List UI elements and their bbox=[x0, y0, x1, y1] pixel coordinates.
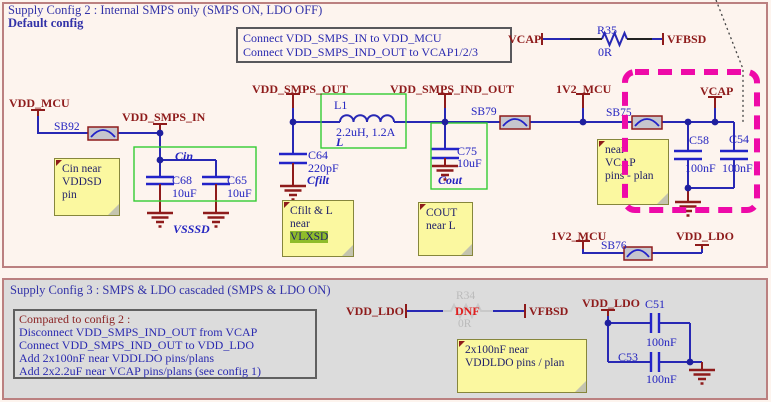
note-vcap: near VCAP pins - plan bbox=[597, 139, 669, 205]
l1-value: 2.2uH, 1.2A bbox=[336, 125, 396, 139]
note-cout: COUT near L bbox=[418, 202, 473, 256]
cin-group-tag: Cin bbox=[175, 149, 194, 163]
note-box-line2: Connect VDD_SMPS_IND_OUT to VCAP1/2/3 bbox=[243, 45, 479, 59]
c54-value: 100nF bbox=[722, 161, 753, 175]
group-boxes bbox=[133, 93, 488, 202]
c53-ref: C53 bbox=[618, 350, 639, 364]
config3-box-line3: Connect VDD_SMPS_IND_OUT to VDD_LDO bbox=[19, 338, 255, 352]
net-vdd-smps-out: VDD_SMPS_OUT bbox=[252, 82, 349, 96]
net-vdd-smps-in: VDD_SMPS_IN bbox=[122, 110, 206, 124]
c65-value: 10uF bbox=[227, 186, 252, 200]
config2-title: Supply Config 2 : Internal SMPS only (SM… bbox=[8, 3, 323, 17]
c58-ref: C58 bbox=[689, 133, 710, 147]
sb79-label: SB79 bbox=[471, 106, 497, 118]
net-vdd-ldo-bottom: VDD_LDO bbox=[676, 229, 735, 243]
r34-value: 0R bbox=[458, 318, 472, 330]
r34-dnf-resistor bbox=[443, 302, 493, 320]
sb92-label: SB92 bbox=[54, 121, 80, 133]
cfilt-tag: Cfilt bbox=[307, 173, 330, 187]
note-cfilt-text: Cfilt & L near bbox=[290, 205, 333, 230]
config2-note-box: Connect VDD_SMPS_IN to VDD_MCU Connect V… bbox=[236, 27, 512, 63]
r34-ref: R34 bbox=[456, 290, 476, 302]
c68-ref: C68 bbox=[172, 173, 193, 187]
note-box-line1: Connect VDD_SMPS_IN to VDD_MCU bbox=[243, 31, 442, 45]
c54-ref: C54 bbox=[729, 132, 750, 146]
net-vcap-top: VCAP bbox=[508, 32, 542, 46]
net-vdd-smps-ind-out: VDD_SMPS_IND_OUT bbox=[390, 82, 515, 96]
c75-ref: C75 bbox=[457, 144, 478, 158]
note-cfilt-highlight: VLXSD bbox=[290, 231, 329, 243]
c51-value: 100nF bbox=[646, 335, 677, 349]
c64-ref: C64 bbox=[308, 148, 329, 162]
net-vsssd: VSSSD bbox=[173, 222, 210, 236]
c68-value: 10uF bbox=[172, 186, 197, 200]
net-vcap-right: VCAP bbox=[700, 84, 734, 98]
r35-ref: R35 bbox=[597, 23, 618, 37]
wires-config3 bbox=[407, 310, 702, 363]
note-cin: Cin near VDDSD pin bbox=[54, 158, 120, 216]
config2-subtitle: Default config bbox=[8, 16, 84, 30]
c58-value: 100nF bbox=[685, 161, 716, 175]
l-group-tag: L bbox=[336, 135, 344, 149]
net-1v2-mcu-top: 1V2_MCU bbox=[556, 82, 612, 96]
note-cfilt: Cfilt & L near VLXSD bbox=[282, 200, 354, 257]
net-vdd-ldo-left: VDD_LDO bbox=[346, 304, 405, 318]
sb75-label: SB75 bbox=[606, 107, 632, 119]
sb76-label: SB76 bbox=[601, 240, 627, 252]
note-vddldo: 2x100nF near VDDLDO pins / plan bbox=[457, 339, 587, 393]
l1-ref: L1 bbox=[334, 98, 348, 112]
c65-ref: C65 bbox=[227, 173, 248, 187]
c75-value: 10uF bbox=[457, 156, 482, 170]
c51-ref: C51 bbox=[645, 297, 666, 311]
config3-box-line2: Disconnect VDD_SMPS_IND_OUT from VCAP bbox=[19, 325, 258, 339]
c53-value: 100nF bbox=[646, 372, 677, 386]
config3-note-box: Compared to config 2 : Disconnect VDD_SM… bbox=[13, 309, 317, 379]
net-vfbsd-bottom: VFBSD bbox=[529, 304, 569, 318]
net-vfbsd-top: VFBSD bbox=[667, 32, 707, 46]
cout-group-tag: Cout bbox=[438, 173, 463, 187]
config3-box-line1: Compared to config 2 : bbox=[19, 312, 131, 326]
r35-value: 0R bbox=[598, 45, 613, 59]
config3-panel bbox=[2, 278, 768, 400]
net-vdd-ldo-right: VDD_LDO bbox=[582, 296, 641, 310]
c64-value: 220pF bbox=[308, 161, 339, 175]
r34-dnf-status: DNF bbox=[455, 304, 480, 318]
net-vdd-mcu: VDD_MCU bbox=[9, 96, 70, 110]
config3-box-line5: Add 2x2.2uF near VCAP pins/plans (see co… bbox=[19, 364, 261, 378]
config3-box-line4: Add 2x100nF near VDDLDO pins/plans bbox=[19, 351, 215, 365]
config3-title: Supply Config 3 : SMPS & LDO cascaded (S… bbox=[10, 283, 331, 297]
net-1v2-mcu-bottom: 1V2_MCU bbox=[551, 229, 607, 243]
